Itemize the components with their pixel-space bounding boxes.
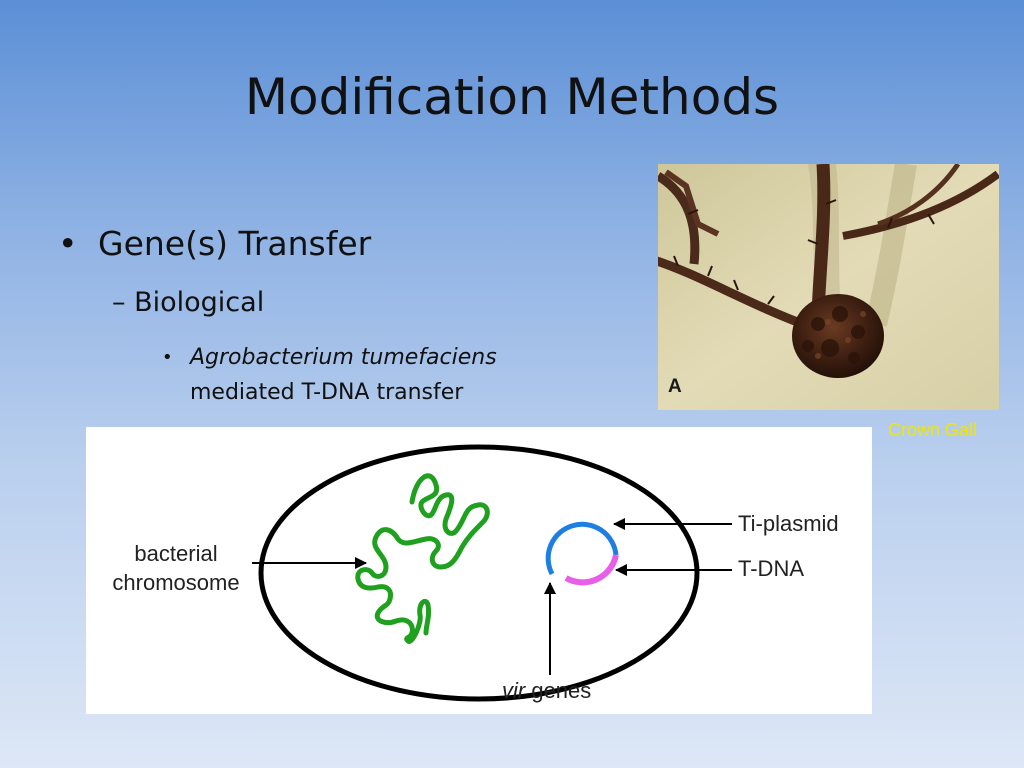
bacterium-outline bbox=[258, 444, 700, 702]
genes-text: genes bbox=[525, 678, 592, 703]
slide-title: Modification Methods bbox=[244, 68, 780, 126]
dash-marker: – bbox=[112, 287, 126, 318]
bullet-marker: • bbox=[58, 224, 78, 263]
label-line: chromosome bbox=[112, 570, 240, 595]
bullet-text: Gene(s) Transfer bbox=[98, 224, 372, 263]
panel-letter: A bbox=[668, 376, 682, 397]
diagram-graphic bbox=[252, 444, 732, 702]
crown-gall-illustration bbox=[658, 164, 999, 410]
vir-genes-label: vir genes bbox=[502, 676, 591, 705]
bacterial-chromosome bbox=[355, 473, 490, 644]
bullet-marker: • bbox=[162, 347, 173, 368]
sub-bullet-text: Biological bbox=[134, 287, 265, 318]
ti-plasmid-circle bbox=[545, 521, 619, 576]
sub-sub-bullet-text: Agrobacterium tumefaciens mediated T-DNA… bbox=[190, 340, 497, 410]
species-name: Agrobacterium tumefaciens bbox=[190, 345, 497, 370]
agrobacterium-diagram: bacterial chromosome Ti-plasmid T-DNA vi… bbox=[86, 427, 872, 714]
bacterial-chromosome-label: bacterial chromosome bbox=[96, 539, 256, 597]
t-dna-label: T-DNA bbox=[738, 556, 804, 581]
transfer-description: mediated T-DNA transfer bbox=[190, 380, 464, 405]
sub-bullet-biological: – Biological bbox=[112, 283, 264, 323]
label-line: bacterial bbox=[134, 541, 218, 566]
t-dna-segment bbox=[564, 554, 619, 586]
photo-caption: Crown Gall bbox=[888, 420, 978, 440]
ti-plasmid-label: Ti-plasmid bbox=[738, 511, 839, 536]
crown-gall-photo: A bbox=[658, 164, 999, 410]
vir-text: vir bbox=[502, 678, 526, 703]
